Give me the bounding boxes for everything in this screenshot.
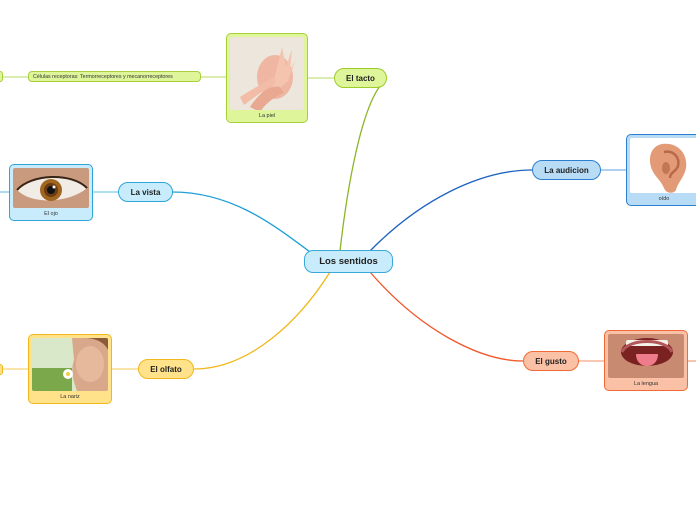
- branch-label-olfato: El olfato: [150, 364, 182, 374]
- card-nariz[interactable]: La nariz: [28, 334, 112, 404]
- leaf-label-receptores: Células receptoras: Termorreceptores y m…: [33, 73, 173, 80]
- card-caption-piel: La piel: [258, 113, 276, 119]
- leaf-celulas-receptoras[interactable]: Células receptoras: Termorreceptores y m…: [28, 71, 201, 82]
- ear-image: [630, 138, 696, 193]
- olfato-stub-left[interactable]: [0, 364, 3, 375]
- line-center-audicion: [369, 169, 533, 252]
- line-center-olfato: [193, 271, 331, 370]
- card-lengua[interactable]: La lengua: [604, 330, 688, 391]
- central-topic-node[interactable]: Los sentidos: [304, 250, 393, 273]
- branch-label-audicion: La audicion: [544, 165, 589, 175]
- branch-label-gusto: El gusto: [535, 356, 567, 366]
- line-center-vista: [171, 191, 311, 253]
- card-ojo[interactable]: El ojo: [9, 164, 93, 221]
- branch-node-audicion[interactable]: La audicion: [532, 160, 601, 180]
- card-caption-ojo: El ojo: [44, 211, 58, 217]
- branch-node-tacto[interactable]: El tacto: [334, 68, 387, 88]
- card-caption-lengua: La lengua: [633, 381, 659, 387]
- line-center-tacto: [339, 85, 381, 252]
- branch-node-olfato[interactable]: El olfato: [138, 359, 194, 379]
- tongue-image: [608, 334, 684, 378]
- leaf-stub-left[interactable]: [0, 71, 3, 82]
- hands-image: [230, 37, 304, 110]
- branch-node-vista[interactable]: La vista: [118, 182, 173, 202]
- branch-label-tacto: El tacto: [346, 73, 375, 83]
- central-topic-label: Los sentidos: [319, 256, 378, 267]
- card-oido[interactable]: oído: [626, 134, 696, 206]
- card-caption-oido: oído: [658, 196, 670, 202]
- branch-label-vista: La vista: [130, 187, 161, 197]
- branch-node-gusto[interactable]: El gusto: [523, 351, 579, 371]
- card-piel[interactable]: La piel: [226, 33, 308, 123]
- eye-image: [13, 168, 89, 208]
- line-center-gusto: [369, 271, 524, 362]
- card-caption-nariz: La nariz: [60, 394, 80, 400]
- smelling-flower-image: [32, 338, 108, 391]
